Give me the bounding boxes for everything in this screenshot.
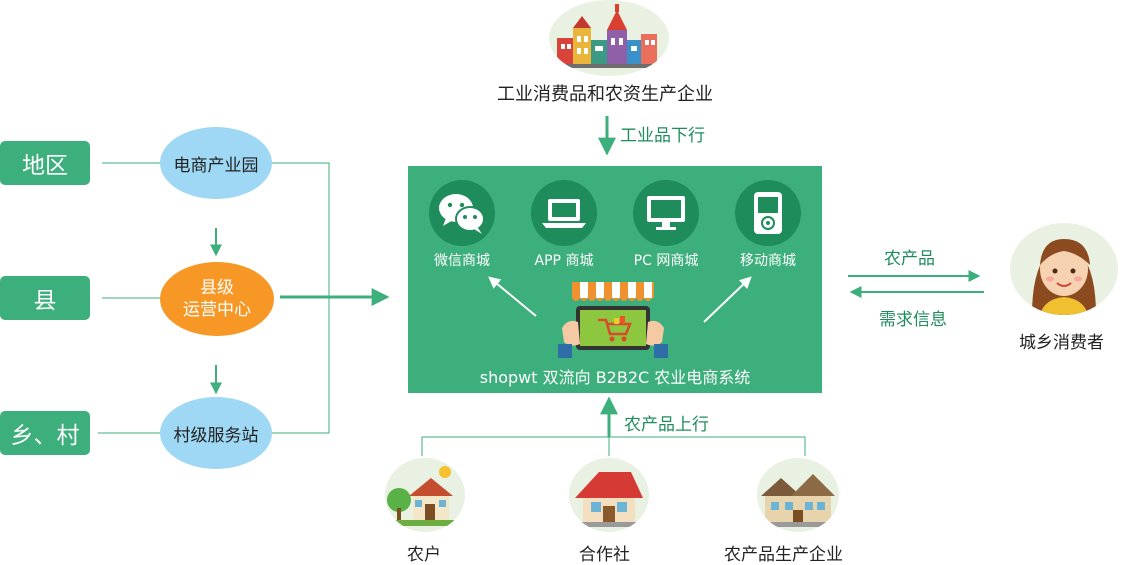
enterprise-house-icon [757,458,839,532]
down-flow-label: 工业品下行 [620,126,705,146]
consumer-label: 城乡消费者 [1019,333,1104,353]
platform-box: 微信商城 APP 商城 PC 网商城 [408,166,822,393]
county-center-label-line1: 县级 [200,278,234,298]
consumer-avatar-icon [1010,223,1118,315]
cooperative-house-icon [569,458,649,532]
mobile-phone-icon [754,192,782,234]
bottom-bracket [421,436,806,456]
laptop-icon [542,199,586,228]
county-center-node: 县级 运营中心 [160,262,274,336]
industrial-park-node: 电商产业园 [160,127,272,199]
channel-pc-label: PC 网商城 [633,253,699,269]
channel-app-label: APP 商城 [534,253,594,269]
platform-arrows [488,276,752,323]
level-tag-village: 乡、村 [0,411,90,455]
village-station-label: 村级服务站 [173,425,259,446]
farmhouse-icon [385,458,465,532]
producer-coop-label: 合作社 [579,545,630,565]
to-consumer-label: 农产品 [884,249,935,269]
supplier-label: 工业消费品和农资生产企业 [497,84,713,105]
channel-mobile-label: 移动商城 [740,253,796,269]
channel-mobile: 移动商城 [726,180,810,270]
platform-title: shopwt 双流向 B2B2C 农业电商系统 [479,368,751,387]
village-station-node: 村级服务站 [160,397,272,469]
channel-wechat: 微信商城 [420,180,504,270]
industrial-park-label: 电商产业园 [173,155,259,176]
county-center-label-line2: 运营中心 [183,300,251,320]
wechat-icon [439,194,485,234]
channel-app: APP 商城 [522,180,606,270]
channel-pc: PC 网商城 [624,180,708,270]
up-flow-label: 农产品上行 [624,415,709,435]
shop-tablet-icon [558,282,668,358]
producer-enterprise-label: 农产品生产企业 [724,545,843,565]
city-buildings-icon [549,0,669,76]
monitor-icon [647,196,685,230]
channel-wechat-label: 微信商城 [434,253,490,269]
level-tag-county: 县 [0,276,90,320]
from-consumer-label: 需求信息 [879,310,947,330]
producer-farmer-label: 农户 [407,545,441,565]
level-tag-region: 地区 [0,141,90,185]
